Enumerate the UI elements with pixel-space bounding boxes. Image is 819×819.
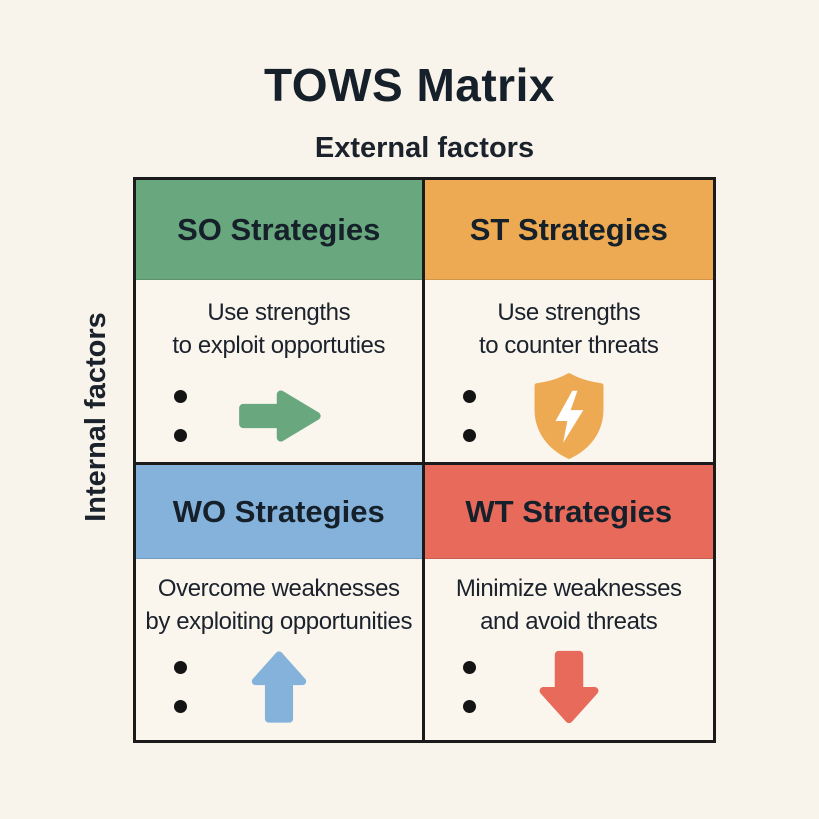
cell-st-body: Use strengths to counter threats: [425, 280, 714, 462]
cell-so-description-line2: to exploit opportuties: [172, 332, 386, 359]
bullet-dot: [174, 661, 187, 674]
bullet-dots: [174, 390, 187, 442]
page-title: TOWS Matrix: [264, 59, 555, 111]
tows-matrix-grid: SO Strategies Use strengths to exploit o…: [133, 177, 716, 743]
cell-wt-header: WT Strategies: [424, 465, 713, 559]
cell-st-title: ST Strategies: [469, 212, 668, 247]
cell-wo-description-line2: by exploiting opportunities: [145, 608, 413, 635]
arrow-right-icon: [238, 390, 321, 442]
cell-wt-icon-row: [425, 639, 714, 735]
bullet-dot: [174, 700, 187, 713]
cell-wo-title: WO Strategies: [172, 494, 385, 529]
cell-st-strategies: ST Strategies Use strengths to counter t…: [424, 180, 714, 465]
bullet-dot: [462, 429, 476, 442]
cell-wt-strategies: WT Strategies Minimize weaknesses and av…: [424, 465, 714, 740]
cell-wt-description-line1: Minimize weaknesses: [455, 575, 682, 602]
bullet-dot: [462, 700, 476, 713]
cell-wo-description: Overcome weaknesses by exploiting opport…: [136, 572, 422, 638]
external-factors-axis-label: External factors: [314, 132, 535, 164]
cell-st-header: ST Strategies: [424, 180, 713, 280]
cell-wt-title: WT Strategies: [465, 494, 673, 529]
cell-so-header: SO Strategies: [136, 180, 422, 280]
cell-wo-header: WO Strategies: [136, 465, 422, 559]
cell-so-body: Use strengths to exploit opportuties: [136, 280, 422, 462]
bullet-dots: [174, 661, 187, 713]
cell-so-icon-row: [136, 368, 422, 464]
arrow-up-icon: [251, 651, 306, 723]
cell-wt-description-line2: and avoid threats: [480, 608, 658, 635]
bullet-dot: [174, 429, 187, 442]
cell-wo-icon-row: [136, 639, 422, 735]
bullet-dot: [462, 390, 476, 403]
cell-so-description: Use strengths to exploit opportuties: [136, 296, 422, 362]
cell-so-description-line1: Use strengths: [207, 299, 351, 326]
bullet-dots: [462, 390, 476, 442]
bullet-dot: [462, 661, 476, 674]
shield-bolt-icon: [534, 373, 604, 459]
bullet-dot: [174, 390, 187, 403]
bullet-dots: [462, 661, 476, 713]
cell-wo-description-line1: Overcome weaknesses: [157, 575, 400, 602]
cell-wt-description: Minimize weaknesses and avoid threats: [425, 572, 714, 638]
cell-wo-strategies: WO Strategies Overcome weaknesses by exp…: [136, 465, 425, 740]
cell-so-strategies: SO Strategies Use strengths to exploit o…: [136, 180, 425, 465]
internal-factors-axis-label: Internal factors: [80, 312, 112, 522]
cell-st-icon-row: [425, 368, 714, 464]
cell-st-description-line2: to counter threats: [478, 332, 659, 359]
cell-wo-body: Overcome weaknesses by exploiting opport…: [136, 559, 422, 740]
cell-wt-body: Minimize weaknesses and avoid threats: [425, 559, 714, 740]
arrow-down-icon: [539, 650, 599, 724]
cell-st-description-line1: Use strengths: [497, 299, 641, 326]
cell-st-description: Use strengths to counter threats: [425, 296, 714, 362]
cell-so-title: SO Strategies: [177, 212, 381, 247]
